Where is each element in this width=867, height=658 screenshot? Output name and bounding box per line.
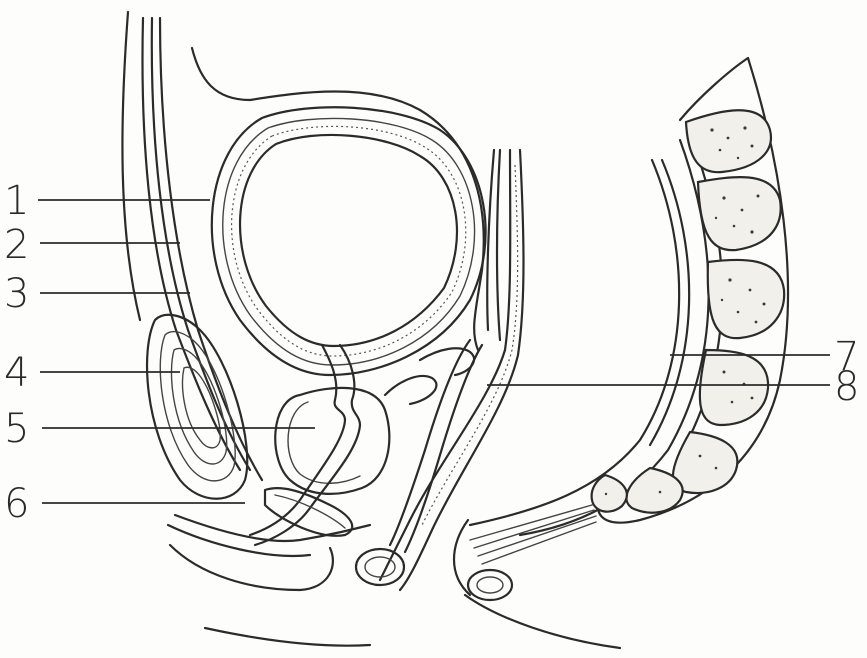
pelvic-floor-muscle bbox=[470, 505, 596, 564]
pubic-symphysis bbox=[147, 315, 247, 499]
label-1: 1 bbox=[4, 178, 29, 224]
label-8: 8 bbox=[834, 364, 859, 410]
label-5: 5 bbox=[4, 406, 29, 452]
urinary-bladder bbox=[212, 107, 486, 375]
label-6: 6 bbox=[4, 481, 29, 527]
skin-outline bbox=[170, 520, 620, 648]
rectum bbox=[380, 150, 524, 590]
sacrum-coccyx bbox=[470, 58, 788, 564]
peritoneum bbox=[192, 48, 484, 350]
label-3: 3 bbox=[4, 271, 29, 317]
label-4: 4 bbox=[4, 350, 29, 396]
label-2: 2 bbox=[4, 222, 29, 268]
